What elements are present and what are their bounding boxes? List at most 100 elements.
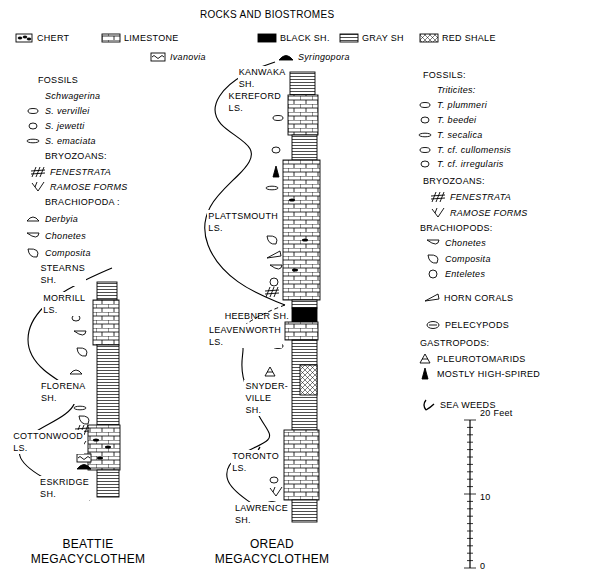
- scale-tick: [464, 568, 476, 569]
- heading-label: BRACHIOPODA :: [45, 196, 120, 208]
- rock-bed: [300, 365, 317, 395]
- rock-bed: [93, 300, 119, 345]
- unit-label: BEATTIE MEGACYCLOTHEM: [31, 537, 146, 567]
- unit-label: ESKRIDGE SH.: [39, 476, 90, 500]
- fossil-symbol: [27, 139, 39, 143]
- fossil-symbol: [420, 354, 430, 363]
- unit-label: KEREFORD LS.: [228, 90, 282, 114]
- legend-text: T. beedei: [437, 114, 476, 126]
- fossil-symbol: [432, 208, 444, 217]
- fossil-symbol: [273, 166, 279, 177]
- fossil-symbol: [421, 161, 429, 167]
- fossil-symbol: [429, 270, 437, 278]
- unit-label: PLATTSMOUTH LS.: [207, 210, 279, 234]
- cycle-curve: [227, 330, 282, 522]
- unit-label: STEARNS SH.: [39, 262, 86, 286]
- fossil-symbol: [424, 400, 434, 410]
- unit-label: LAWRENCE SH.: [234, 502, 289, 526]
- rock-bed: [292, 340, 317, 430]
- fossil-symbol: [272, 147, 280, 153]
- fossil-symbol: [420, 103, 430, 108]
- fossil-symbol: [427, 240, 439, 244]
- fossil-symbol: [258, 34, 276, 42]
- chert-nodule: [289, 199, 295, 202]
- heading-label: Triticites:: [437, 84, 476, 96]
- rock-bed: [97, 470, 119, 497]
- chert-nodule: [105, 446, 111, 449]
- fossil-symbol: [421, 117, 429, 123]
- scale-tick: [467, 516, 473, 517]
- legend-text: RAMOSE FORMS: [450, 207, 528, 219]
- scale-tick: [467, 560, 473, 561]
- scale-tick: [467, 553, 473, 554]
- fossil-symbol: [273, 116, 283, 121]
- heading-label: GASTROPODS:: [420, 337, 489, 349]
- fossil-symbol: [420, 34, 438, 42]
- legend-text: Chonetes: [445, 237, 486, 249]
- rock-bed: [284, 430, 319, 500]
- fossil-symbol: [27, 217, 39, 221]
- legend-text: GRAY SH: [362, 32, 404, 44]
- fossil-symbol: [28, 109, 38, 114]
- legend-text: BLACK SH.: [280, 32, 330, 44]
- unit-label: TORONTO LS.: [231, 450, 280, 474]
- scale-tick: [467, 508, 473, 509]
- legend-text: HORN CORALS: [444, 292, 513, 304]
- legend-text: S. vervillei: [45, 105, 90, 117]
- fossil-symbol: [16, 34, 32, 42]
- legend-text: PLEUROTOMARIDS: [437, 353, 526, 365]
- legend-text: MOSTLY HIGH-SPIRED: [437, 368, 540, 380]
- scale-tick: [467, 457, 473, 458]
- cycle-curve: [205, 62, 285, 305]
- rock-bed: [292, 300, 317, 308]
- fossil-symbol: [77, 465, 91, 470]
- scale-tick: [464, 494, 476, 495]
- fossil-symbol: [28, 249, 38, 257]
- scale-tick: [467, 501, 473, 502]
- legend-text: RAMOSE FORMS: [50, 181, 128, 193]
- fossil-symbol: [265, 287, 279, 297]
- scale-tick: [467, 523, 473, 524]
- scale-label: 10: [480, 491, 491, 503]
- legend-text: Syringopora: [298, 51, 350, 63]
- legend-text: Composita: [45, 247, 91, 259]
- legend-text: SEA WEEDS: [440, 399, 496, 411]
- legend-text: FENESTRATA: [450, 191, 511, 203]
- fossil-symbol: [340, 34, 358, 42]
- chert-nodule: [97, 457, 103, 460]
- scale-tick: [467, 545, 473, 546]
- scale-label: 0: [480, 560, 485, 572]
- unit-label: HEEBNER SH.: [225, 310, 289, 322]
- rock-bed: [285, 322, 318, 340]
- heading-label: Schwagerina: [45, 90, 100, 102]
- unit-label: FLORENA SH.: [40, 380, 86, 404]
- fossil-symbol: [265, 367, 275, 376]
- legend-text: T. cf. cullomensis: [437, 144, 511, 156]
- fossil-symbol: [270, 487, 282, 496]
- scale-tick: [467, 434, 473, 435]
- unit-label: SNYDER- VILLE SH.: [244, 380, 289, 416]
- unit-label: OREAD MEGACYCLOTHEM: [215, 537, 330, 567]
- fossil-symbol: [27, 233, 39, 237]
- fossil-symbol: [428, 255, 438, 263]
- rock-bed: [97, 345, 119, 425]
- legend-text: PELECYPODS: [445, 319, 509, 331]
- legend-text: LIMESTONE: [124, 32, 179, 44]
- fossil-symbol: [270, 278, 278, 286]
- rock-bed: [288, 95, 318, 135]
- scale-tick: [464, 420, 476, 421]
- scale-tick: [467, 471, 473, 472]
- unit-label: LEAVENWORTH LS.: [208, 324, 282, 348]
- fossil-symbol: [267, 236, 277, 244]
- fossil-symbol: [77, 348, 87, 356]
- scale-tick: [467, 486, 473, 487]
- fossil-symbol: [266, 186, 278, 190]
- legend-text: T. secalica: [437, 129, 483, 141]
- fossil-symbol: [420, 148, 430, 153]
- legend-text: T. cf. irregularis: [437, 158, 504, 170]
- scale-tick: [467, 479, 473, 480]
- legend-text: CHERT: [37, 32, 69, 44]
- scale-tick: [467, 538, 473, 539]
- heading-label: FOSSILS: [38, 74, 78, 86]
